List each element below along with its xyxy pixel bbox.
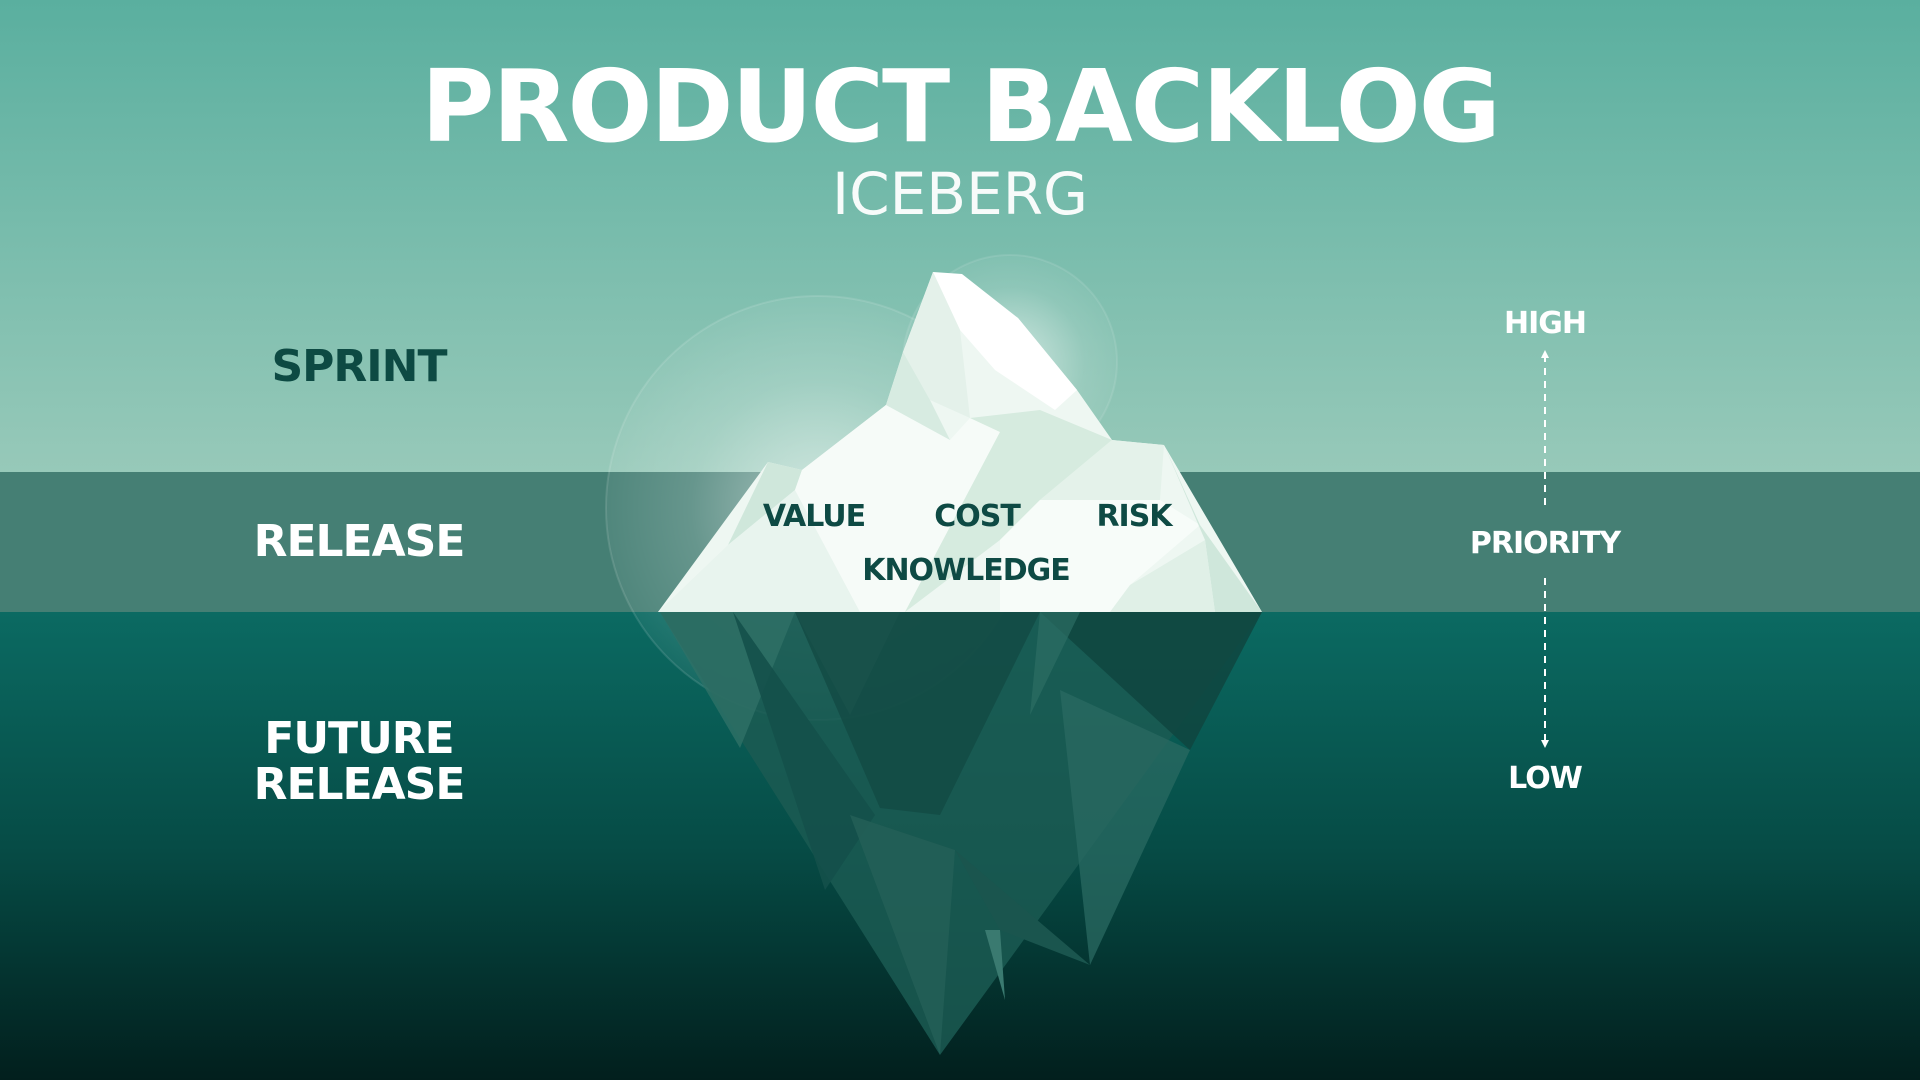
arrow-down-head: [1541, 740, 1549, 748]
level-label-release: RELEASE: [253, 516, 466, 567]
page-subtitle: ICEBERG: [832, 160, 1088, 228]
iceberg-label-cost: COST: [934, 499, 1021, 534]
future-line-2: RELEASE: [253, 759, 466, 810]
page-title: PRODUCT BACKLOG: [421, 48, 1501, 165]
priority-high-label: HIGH: [1503, 306, 1587, 341]
priority-low-label: LOW: [1508, 761, 1583, 796]
iceberg-label-value: VALUE: [762, 499, 866, 534]
level-label-future-release: FUTURE RELEASE: [219, 716, 499, 808]
priority-label: PRIORITY: [1469, 526, 1621, 561]
iceberg-visible: [658, 272, 1262, 612]
iceberg-label-risk: RISK: [1096, 499, 1172, 534]
level-label-sprint: SPRINT: [271, 341, 447, 392]
future-line-1: FUTURE: [264, 713, 454, 764]
arrow-up-head: [1541, 350, 1549, 358]
iceberg-underwater: [660, 612, 1262, 1055]
iceberg-label-knowledge: KNOWLEDGE: [862, 553, 1071, 588]
